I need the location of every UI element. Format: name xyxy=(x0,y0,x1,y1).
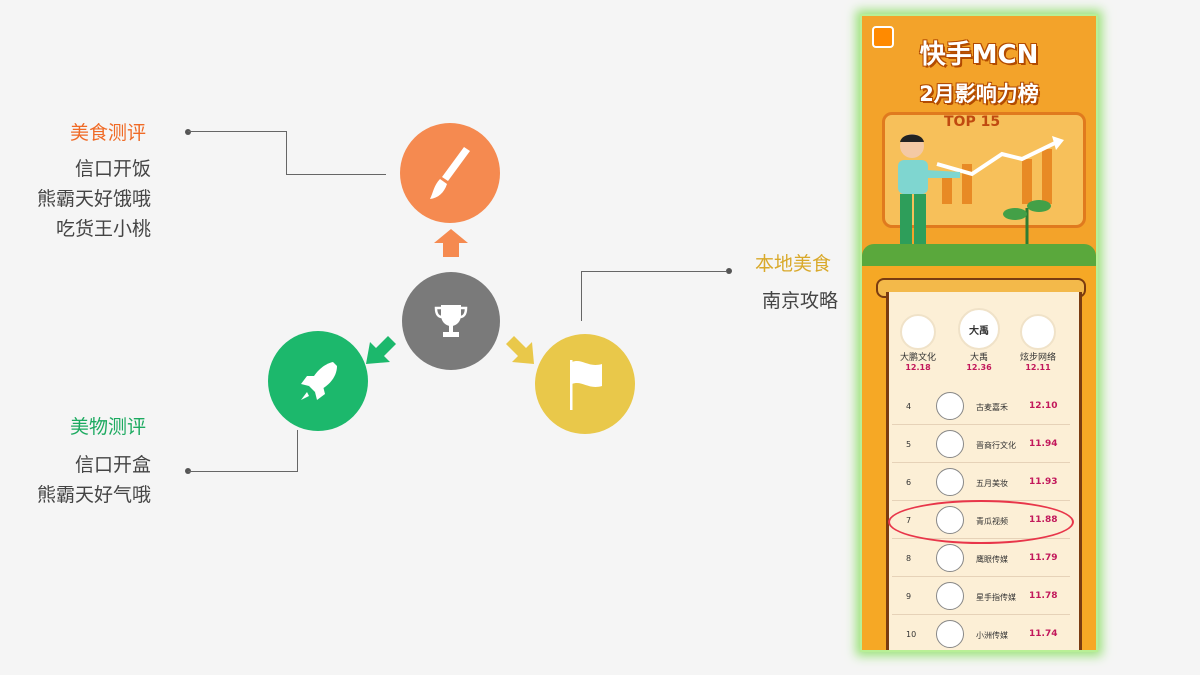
paintbrush-icon xyxy=(430,147,470,199)
connector-line xyxy=(286,131,287,174)
top-label: TOP 15 xyxy=(944,114,1001,130)
top3-name: 大禹 xyxy=(969,353,988,363)
trophy-circle xyxy=(402,272,500,370)
connector-line xyxy=(188,131,286,132)
food-review-list: 信口开饭 熊霸天好饿哦 吃货王小桃 xyxy=(37,154,151,244)
goods-review-title: 美物测评 xyxy=(70,416,147,438)
ranking-board xyxy=(886,292,1082,650)
local-food-circle xyxy=(535,334,635,434)
ranking-poster: 快手MCN 2月影响力榜 TOP 15 大鹏文化 12.18 xyxy=(860,14,1098,652)
food-review-item: 吃货王小桃 xyxy=(55,218,151,240)
avatar-logo-text: 大禹 xyxy=(969,325,989,337)
rocket-icon xyxy=(301,362,337,400)
connector-dot xyxy=(726,268,732,274)
goods-review-circle xyxy=(268,331,368,431)
highlight-circle xyxy=(888,500,1074,544)
top3-name: 大鹏文化 xyxy=(899,353,936,363)
logo-icon xyxy=(936,582,964,610)
trophy-icon xyxy=(434,305,468,337)
down-left-arrow-icon xyxy=(366,336,396,364)
logo-icon xyxy=(936,430,964,458)
goods-review-list: 信口开盒 熊霸天好气哦 xyxy=(37,450,151,510)
logo-icon xyxy=(936,392,964,420)
connector-line xyxy=(297,430,298,472)
local-food-title: 本地美食 xyxy=(755,253,832,275)
poster-title: 快手MCN xyxy=(919,40,1039,70)
connector-line xyxy=(581,271,727,272)
local-food-item: 南京攻略 xyxy=(762,290,839,312)
kuaishou-logo-icon xyxy=(872,26,894,48)
top3-item: 大禹 大禹 12.36 xyxy=(949,308,1009,372)
connector-line xyxy=(286,174,386,175)
poster-subtitle: 2月影响力榜 xyxy=(919,82,1039,106)
connector-line xyxy=(188,471,298,472)
connector-line xyxy=(581,271,582,321)
logo-icon xyxy=(936,468,964,496)
food-review-circle xyxy=(400,123,500,223)
avatar: 大禹 xyxy=(958,308,1000,350)
top3-score: 12.36 xyxy=(966,363,992,372)
avatar xyxy=(900,314,936,350)
food-review-item: 信口开饭 xyxy=(74,158,151,180)
growth-chart-icon xyxy=(936,136,1064,204)
avatar xyxy=(1020,314,1056,350)
down-right-arrow-icon xyxy=(506,336,534,364)
food-review-title: 美食测评 xyxy=(70,122,147,144)
top3-score: 12.11 xyxy=(1025,363,1051,372)
top3-item: 大鹏文化 12.18 xyxy=(888,314,948,372)
food-review-item: 熊霸天好饿哦 xyxy=(36,188,151,210)
goods-review-item: 信口开盒 xyxy=(74,454,151,476)
logo-icon xyxy=(936,620,964,648)
connector-dot xyxy=(185,129,191,135)
top3-item: 炫步网络 12.11 xyxy=(1008,314,1068,372)
goods-review-item: 熊霸天好气哦 xyxy=(36,484,151,506)
top3-score: 12.18 xyxy=(905,363,931,372)
flag-icon xyxy=(570,360,602,410)
logo-icon xyxy=(936,544,964,572)
bushes xyxy=(862,244,1096,266)
top3-name: 炫步网络 xyxy=(1019,353,1056,363)
up-arrow-icon xyxy=(434,229,468,257)
person-illustration xyxy=(896,134,960,256)
